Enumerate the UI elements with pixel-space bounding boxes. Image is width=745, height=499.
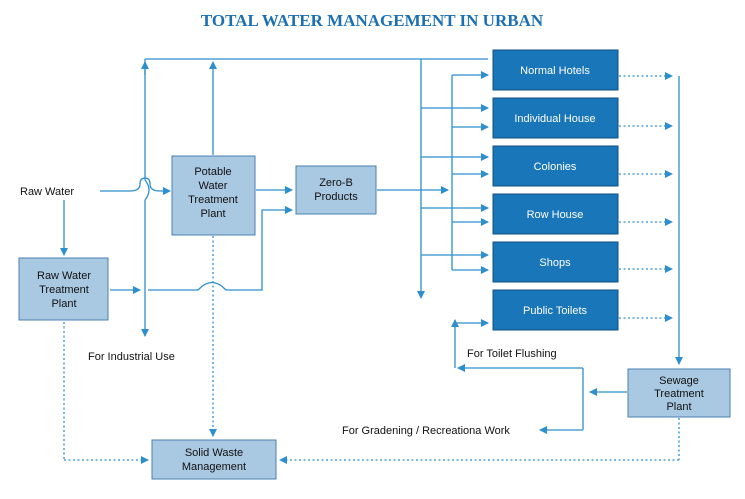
- raw-plant-label-3: Plant: [51, 298, 76, 310]
- consumer-box-shops: [492, 241, 619, 283]
- potable-label-3: Treatment: [188, 194, 238, 206]
- connectors: [60, 58, 683, 464]
- consumer-box-public-toilets: [492, 289, 619, 331]
- solid-waste-label-1: Solid Waste: [185, 447, 243, 459]
- raw-water-to-potable: [100, 177, 171, 195]
- sewage-label-1: Sewage: [659, 375, 699, 387]
- raw-plant-label-2: Treatment: [39, 284, 89, 296]
- consumer-box-individual-house: [492, 97, 619, 139]
- consumer-label-shops: Shops: [539, 257, 571, 269]
- diagram-title: TOTAL WATER MANAGEMENT IN URBAN: [201, 11, 544, 30]
- consumer-box-row-house: [492, 193, 619, 235]
- sewage-treatment-plant: Sewage Treatment Plant: [627, 368, 731, 418]
- consumer-nodes: Normal Hotels Individual House Colonies …: [492, 49, 619, 331]
- consumer-label-public-toilets: Public Toilets: [523, 305, 587, 317]
- solid-waste-label-2: Management: [182, 461, 246, 473]
- zerob-label-2: Products: [314, 191, 358, 203]
- consumer-label-row-house: Row House: [527, 209, 584, 221]
- consumer-label-individual-house: Individual House: [514, 113, 595, 125]
- potable-label-2: Water: [199, 180, 228, 192]
- consumer-box-colonies: [492, 145, 619, 187]
- raw-water-label: Raw Water: [20, 186, 74, 198]
- potable-label-1: Potable: [194, 166, 231, 178]
- sewage-label-3: Plant: [666, 401, 691, 413]
- raw-plant-label-1: Raw Water: [37, 270, 91, 282]
- potable-label-4: Plant: [200, 208, 225, 220]
- solid-waste-management: Solid Waste Management: [151, 439, 277, 480]
- potable-water-treatment-plant: Potable Water Treatment Plant: [171, 155, 256, 236]
- raw-water-treatment-plant: Raw Water Treatment Plant: [18, 257, 109, 321]
- consumer-box-hotels: [492, 49, 619, 91]
- zerob-label-1: Zero-B: [319, 177, 353, 189]
- toilet-flushing-label: For Toilet Flushing: [467, 348, 557, 360]
- crossover-hump: [144, 179, 150, 201]
- consumer-label-colonies: Colonies: [534, 161, 577, 173]
- raw-plant-to-zerob: [148, 206, 293, 291]
- gardening-label: For Gradening / Recreationa Work: [342, 425, 510, 437]
- zero-b-products: Zero-B Products: [295, 165, 377, 215]
- consumer-label-hotels: Normal Hotels: [520, 65, 590, 77]
- industrial-use-label: For Industrial Use: [88, 351, 175, 363]
- sewage-label-2: Treatment: [654, 388, 704, 400]
